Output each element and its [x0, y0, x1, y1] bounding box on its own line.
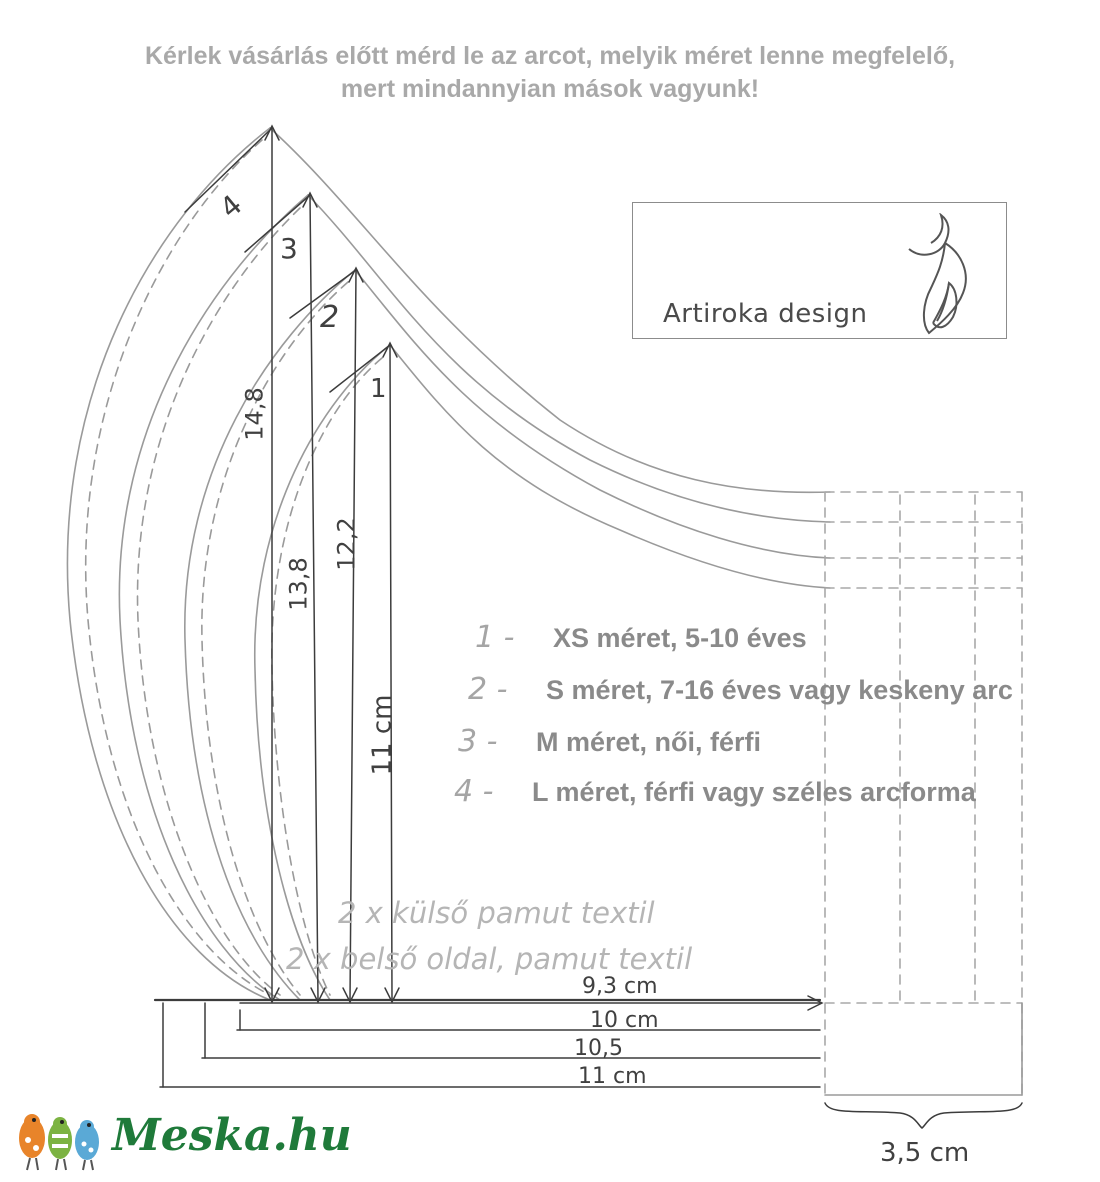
- top-curve-1: [389, 344, 831, 589]
- meska-logo-text: Meska.hu: [112, 1110, 352, 1161]
- legend-text: M méret, női, férfi: [536, 727, 762, 757]
- top-curve-4: [269, 127, 831, 494]
- instruction-line-1: Kérlek vásárlás előtt mérd le az arcot, …: [144, 42, 956, 70]
- birds-icon: [19, 1114, 99, 1171]
- curve-2-seam: [201, 281, 349, 996]
- legend-row: 2 - S méret, 7-16 éves vagy keskeny arc: [468, 672, 1013, 707]
- width-label-2: 10 cm: [590, 1008, 659, 1033]
- top-curve-3: [307, 194, 831, 523]
- fox-logo-icon: [908, 213, 967, 335]
- height-label-3: 13,8: [284, 557, 313, 611]
- width-label-3: 10,5: [574, 1036, 623, 1061]
- instruction-header: Kérlek vásárlás előtt mérd le az arcot, …: [0, 40, 1100, 106]
- brand-box: Artiroka design: [632, 202, 1007, 339]
- legend-num: 2 -: [468, 672, 508, 707]
- instruction-line-2: mert mindannyian mások vagyunk!: [340, 75, 760, 103]
- fabric-note-inner: 2 x belső oldal, pamut textil: [286, 942, 693, 976]
- height-arrow-2: [349, 269, 357, 1001]
- height-label-1: 11 cm: [367, 694, 398, 776]
- curve-3: [118, 194, 309, 1001]
- curve-3-seam: [136, 207, 301, 996]
- strap-width-label: 3,5 cm: [880, 1138, 970, 1168]
- legend-num: 1 -: [475, 620, 515, 655]
- curve-1: [254, 344, 391, 1001]
- brand-name: Artiroka design: [663, 299, 868, 329]
- size-label-2: 2: [320, 300, 340, 335]
- meska-watermark: Meska.hu: [12, 1100, 352, 1179]
- curve-4: [66, 127, 271, 1001]
- size-label-1: 1: [370, 374, 387, 404]
- top-curve-2: [354, 269, 831, 559]
- legend-row: 3 - M méret, női, férfi: [458, 724, 761, 759]
- curve-4-seam: [84, 139, 271, 996]
- legend-row: 4 - L méret, férfi vagy széles arcforma: [454, 774, 976, 809]
- width-label-1: 9,3 cm: [582, 974, 658, 999]
- legend-num: 3 -: [458, 724, 498, 759]
- width-label-4: 11 cm: [578, 1064, 647, 1089]
- curve-2: [184, 269, 356, 1001]
- legend-text: S méret, 7-16 éves vagy keskeny arc: [546, 675, 1013, 705]
- legend-text: L méret, férfi vagy széles arcforma: [532, 777, 976, 807]
- height-arrow-1: [389, 344, 393, 1001]
- legend-num: 4 -: [454, 774, 494, 809]
- legend-row: 1 - XS méret, 5-10 éves: [475, 620, 807, 655]
- height-arrow-3: [309, 194, 319, 1001]
- fabric-note-outer: 2 x külső pamut textil: [338, 896, 655, 930]
- height-label-2: 12,2: [332, 517, 361, 571]
- size-label-3: 3: [280, 232, 298, 265]
- legend-text: XS méret, 5-10 éves: [553, 623, 807, 653]
- height-label-4: 14,8: [240, 387, 269, 441]
